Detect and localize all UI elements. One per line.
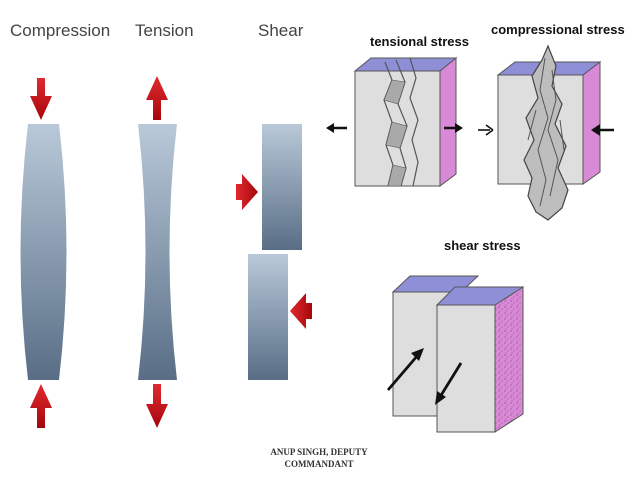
tension-label: Tension bbox=[135, 21, 194, 40]
shear-down-arrow bbox=[438, 362, 463, 398]
author-credit-line-1: ANUP SINGH, DEPUTY bbox=[270, 447, 368, 457]
compression-diagram bbox=[20, 78, 67, 428]
compressional-right-arrowhead bbox=[591, 124, 600, 136]
shear-right-arrow bbox=[290, 293, 312, 329]
tension-diagram bbox=[138, 76, 177, 428]
shear-right-block-side bbox=[494, 286, 524, 433]
tension-bar bbox=[138, 124, 177, 380]
compressional-stress-block bbox=[478, 44, 614, 221]
compression-label: Compression bbox=[10, 21, 110, 40]
compression-top-arrow bbox=[30, 78, 52, 120]
shear-up-arrowhead bbox=[411, 348, 424, 361]
compression-bottom-arrow bbox=[30, 384, 52, 428]
shear-up-arrow bbox=[386, 354, 420, 391]
tensional-left-arrowhead bbox=[326, 123, 334, 133]
compressional-left-arrowhead bbox=[485, 124, 494, 136]
shear-stress-block bbox=[386, 275, 525, 433]
compressional-fracture-lines bbox=[527, 57, 565, 207]
author-credit: ANUP SINGH, DEPUTY COMMANDANT bbox=[0, 446, 638, 470]
shear-down-arrowhead bbox=[435, 391, 446, 405]
shear-lower-bar bbox=[248, 254, 288, 380]
tension-bottom-arrow bbox=[146, 384, 168, 428]
tensional-block-top bbox=[353, 57, 458, 72]
tensional-fracture-gap bbox=[383, 79, 408, 187]
tension-top-arrow bbox=[146, 76, 168, 120]
compression-bar bbox=[20, 124, 67, 380]
tensional-stress-label: tensional stress bbox=[370, 34, 469, 49]
shear-diagram bbox=[236, 124, 312, 380]
compressional-block-side bbox=[582, 60, 601, 185]
compressional-stress-label: compressional stress bbox=[491, 22, 625, 37]
tensional-stress-block bbox=[326, 56, 463, 187]
shear-upper-bar bbox=[262, 124, 302, 250]
author-credit-line-2: COMMANDANT bbox=[284, 459, 354, 469]
shear-label: Shear bbox=[258, 21, 304, 40]
shear-right-block-face bbox=[436, 304, 496, 433]
tensional-block-side bbox=[439, 56, 457, 187]
compressional-crushed-zone bbox=[523, 44, 569, 221]
shear-left-arrow bbox=[236, 174, 258, 210]
tensional-right-arrowhead bbox=[455, 123, 463, 133]
shear-stress-label: shear stress bbox=[444, 238, 521, 253]
